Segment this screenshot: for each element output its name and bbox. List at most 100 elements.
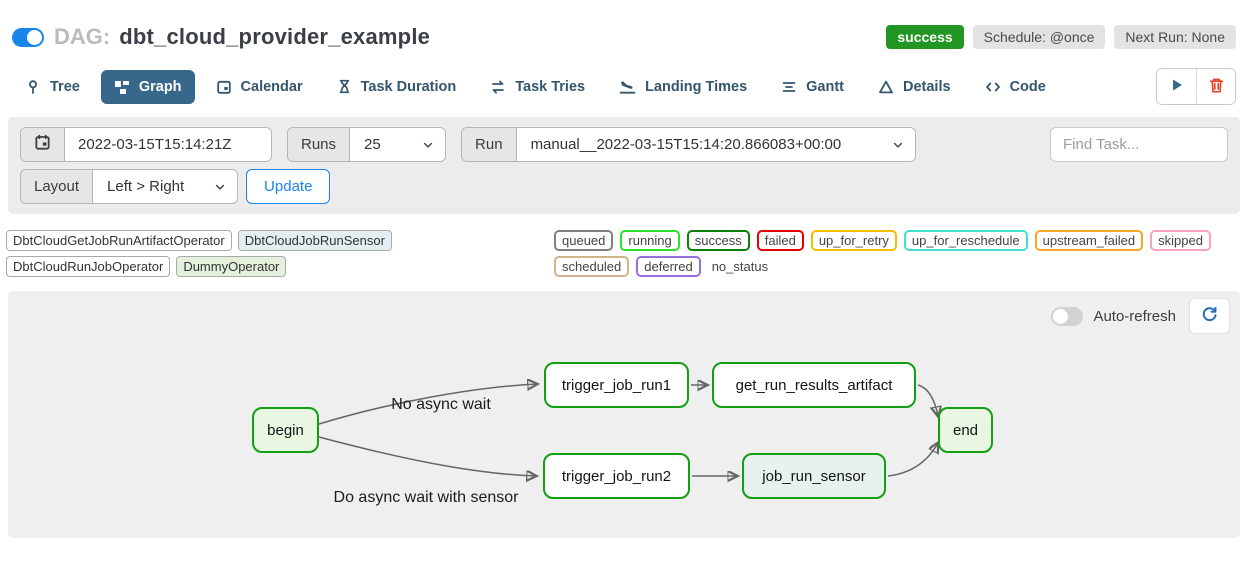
graph-icon bbox=[114, 79, 130, 95]
refresh-button[interactable] bbox=[1189, 298, 1230, 334]
play-icon bbox=[1169, 77, 1185, 96]
dag-name: dbt_cloud_provider_example bbox=[119, 24, 431, 49]
run-select-value: manual__2022-03-15T15:14:20.866083+00:00 bbox=[530, 136, 842, 153]
repeat-icon bbox=[490, 79, 506, 95]
base-date-input[interactable] bbox=[65, 128, 271, 161]
dag-header: DAG: dbt_cloud_provider_example success … bbox=[0, 0, 1248, 66]
gantt-icon bbox=[781, 79, 797, 95]
status-badge-scheduled: scheduled bbox=[554, 256, 630, 277]
tab-landing-times[interactable]: Landing Times bbox=[606, 69, 760, 104]
operator-badge-dbtcloudgetjobrunartifactoperator: DbtCloudGetJobRunArtifactOperator bbox=[6, 230, 232, 251]
node-begin[interactable]: begin bbox=[252, 407, 319, 453]
auto-refresh-label: Auto-refresh bbox=[1093, 307, 1176, 325]
status-badge: success bbox=[886, 25, 964, 49]
header-badges: success Schedule: @once Next Run: None bbox=[886, 25, 1236, 49]
tab-task-duration[interactable]: Task Duration bbox=[324, 70, 470, 104]
tab-label: Tree bbox=[50, 78, 80, 95]
layout-select[interactable]: Left > Right bbox=[93, 170, 238, 203]
edge-get_run_results_artifact-to-end bbox=[917, 384, 938, 416]
calendar-picker-button[interactable] bbox=[21, 128, 65, 161]
status-badge-running: running bbox=[620, 230, 680, 251]
base-date-group bbox=[20, 127, 272, 162]
update-button[interactable]: Update bbox=[246, 169, 331, 204]
status-badge-no-status: no_status bbox=[711, 259, 769, 274]
toggle-knob bbox=[1053, 308, 1069, 324]
tab-label: Graph bbox=[138, 78, 182, 95]
status-badge-skipped: skipped bbox=[1150, 230, 1211, 251]
run-label: Run bbox=[462, 128, 517, 161]
toolbar-row-2: Layout Left > Right Update bbox=[20, 169, 1228, 204]
autorefresh-controls: Auto-refresh bbox=[1051, 298, 1230, 334]
trash-icon bbox=[1208, 77, 1225, 97]
graph-toolbar: Runs 25 Run manual__2022-03-15T15:14:20.… bbox=[8, 117, 1240, 214]
tab-calendar[interactable]: Calendar bbox=[203, 70, 316, 104]
find-task-input[interactable] bbox=[1050, 127, 1228, 162]
delete-dag-button[interactable] bbox=[1196, 69, 1235, 104]
node-end[interactable]: end bbox=[938, 407, 993, 453]
refresh-icon bbox=[1201, 306, 1218, 326]
tab-code[interactable]: Code bbox=[972, 70, 1059, 104]
view-tabbar: Tree Graph Calendar Task Duration Task Tries… bbox=[0, 66, 1248, 115]
run-group: Run manual__2022-03-15T15:14:20.866083+0… bbox=[461, 127, 916, 162]
operator-badge-dbtcloudrunjoboperator: DbtCloudRunJobOperator bbox=[6, 256, 171, 277]
tab-label: Details bbox=[903, 78, 951, 95]
operator-badge-dbtcloudjobrunsensor: DbtCloudJobRunSensor bbox=[237, 230, 392, 251]
edge-label: Do async wait with sensor bbox=[333, 489, 519, 506]
edge-job_run_sensor-to-end bbox=[887, 443, 938, 477]
dag-actions bbox=[1156, 68, 1236, 105]
node-job_run_sensor[interactable]: job_run_sensor bbox=[742, 453, 886, 499]
edge-begin-to-trigger_job_run2 bbox=[318, 436, 536, 476]
status-badge-up_for_retry: up_for_retry bbox=[810, 230, 897, 251]
code-icon bbox=[985, 79, 1001, 95]
tab-gantt[interactable]: Gantt bbox=[768, 70, 857, 104]
tab-graph[interactable]: Graph bbox=[100, 69, 195, 104]
status-badge-deferred: deferred bbox=[636, 256, 701, 277]
calendar-icon bbox=[216, 79, 232, 95]
next-run-badge: Next Run: None bbox=[1114, 25, 1236, 49]
details-icon bbox=[878, 79, 894, 95]
layout-group: Layout Left > Right bbox=[20, 169, 239, 204]
hourglass-icon bbox=[337, 79, 352, 94]
status-badge-success: success bbox=[686, 230, 750, 251]
layout-select-value: Left > Right bbox=[107, 178, 185, 195]
view-tabs: Tree Graph Calendar Task Duration Task Tries… bbox=[12, 69, 1059, 104]
tab-details[interactable]: Details bbox=[865, 70, 964, 104]
toggle-knob bbox=[27, 29, 42, 45]
chevron-down-icon bbox=[422, 139, 434, 151]
tab-label: Code bbox=[1009, 78, 1046, 95]
trigger-dag-button[interactable] bbox=[1157, 69, 1196, 104]
runs-select[interactable]: 25 bbox=[350, 128, 446, 161]
operator-badge-dummyoperator: DummyOperator bbox=[176, 256, 287, 277]
calendar-icon bbox=[34, 134, 51, 155]
tab-task-tries[interactable]: Task Tries bbox=[477, 70, 598, 104]
tab-label: Gantt bbox=[806, 78, 844, 95]
dag-enabled-toggle[interactable] bbox=[12, 27, 44, 47]
num-runs-group: Runs 25 bbox=[287, 127, 447, 162]
node-trigger_job_run2[interactable]: trigger_job_run2 bbox=[543, 453, 690, 499]
status-badge-upstream_failed: upstream_failed bbox=[1034, 230, 1144, 251]
tab-label: Task Tries bbox=[515, 78, 586, 95]
layout-label: Layout bbox=[21, 170, 94, 203]
auto-refresh-toggle[interactable] bbox=[1051, 306, 1084, 326]
chevron-down-icon bbox=[892, 139, 904, 151]
status-badge-failed: failed bbox=[756, 230, 804, 251]
status-badge-up_for_reschedule: up_for_reschedule bbox=[903, 230, 1028, 251]
tab-label: Landing Times bbox=[645, 78, 748, 95]
landing-icon bbox=[619, 78, 636, 95]
runs-label: Runs bbox=[288, 128, 351, 161]
chevron-down-icon bbox=[214, 181, 226, 193]
graph-panel: Auto-refresh begin trigger_job_run1 get_ru… bbox=[8, 291, 1240, 538]
edge-label: No async wait bbox=[391, 396, 491, 413]
dag-label: DAG: bbox=[54, 24, 111, 49]
node-get_run_results_artifact[interactable]: get_run_results_artifact bbox=[712, 362, 916, 408]
tree-icon bbox=[25, 79, 41, 95]
schedule-badge: Schedule: @once bbox=[972, 25, 1106, 49]
run-select[interactable]: manual__2022-03-15T15:14:20.866083+00:00 bbox=[516, 128, 915, 161]
runs-select-value: 25 bbox=[364, 136, 381, 153]
tab-label: Task Duration bbox=[360, 78, 457, 95]
tab-tree[interactable]: Tree bbox=[12, 70, 93, 104]
node-trigger_job_run1[interactable]: trigger_job_run1 bbox=[544, 362, 689, 408]
